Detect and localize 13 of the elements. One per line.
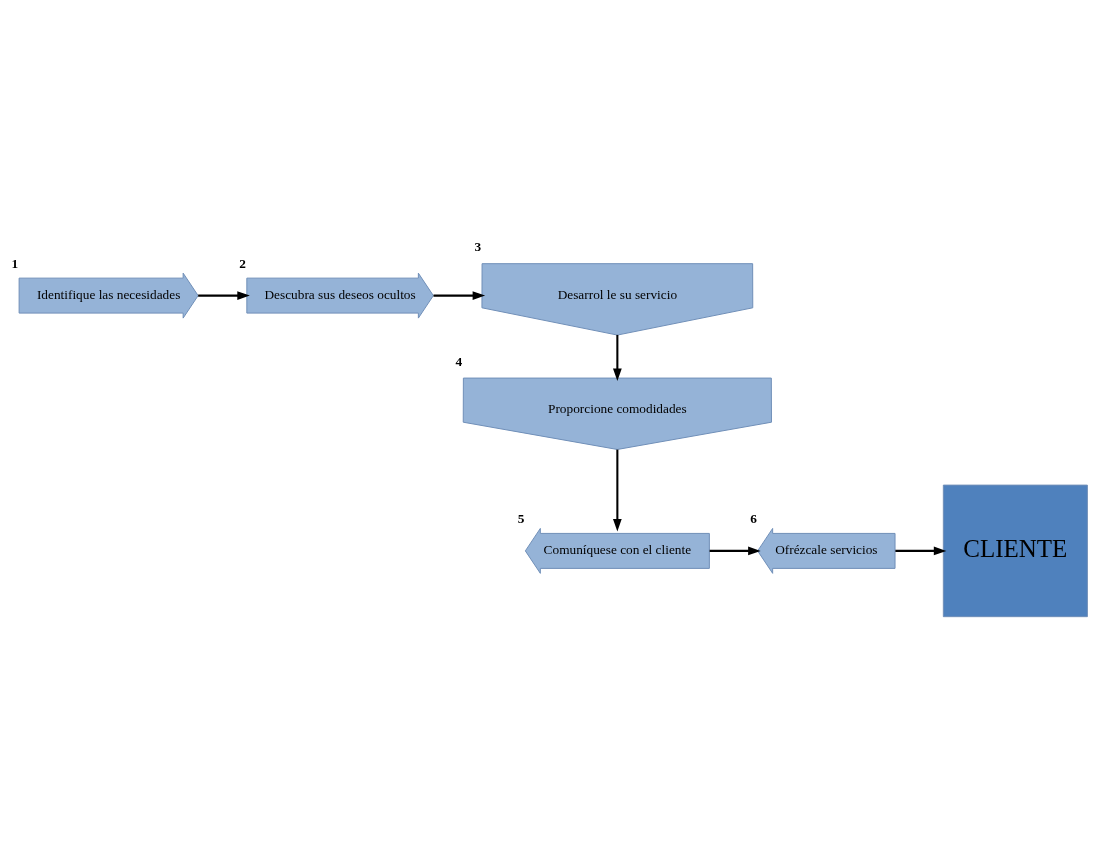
node-label: 1	[11, 255, 19, 271]
node-label: 3	[474, 238, 482, 254]
arrow	[612, 334, 622, 381]
node-label: 4	[455, 353, 463, 369]
arrow	[709, 546, 761, 555]
node-label: 6	[750, 510, 757, 526]
node-label: 2	[239, 255, 246, 271]
arrow	[895, 546, 947, 555]
arrow	[433, 290, 486, 300]
node-label: 5	[517, 510, 525, 526]
arrow	[198, 290, 250, 300]
arrow	[612, 449, 622, 531]
node-box: CLIENTE	[942, 484, 1088, 617]
